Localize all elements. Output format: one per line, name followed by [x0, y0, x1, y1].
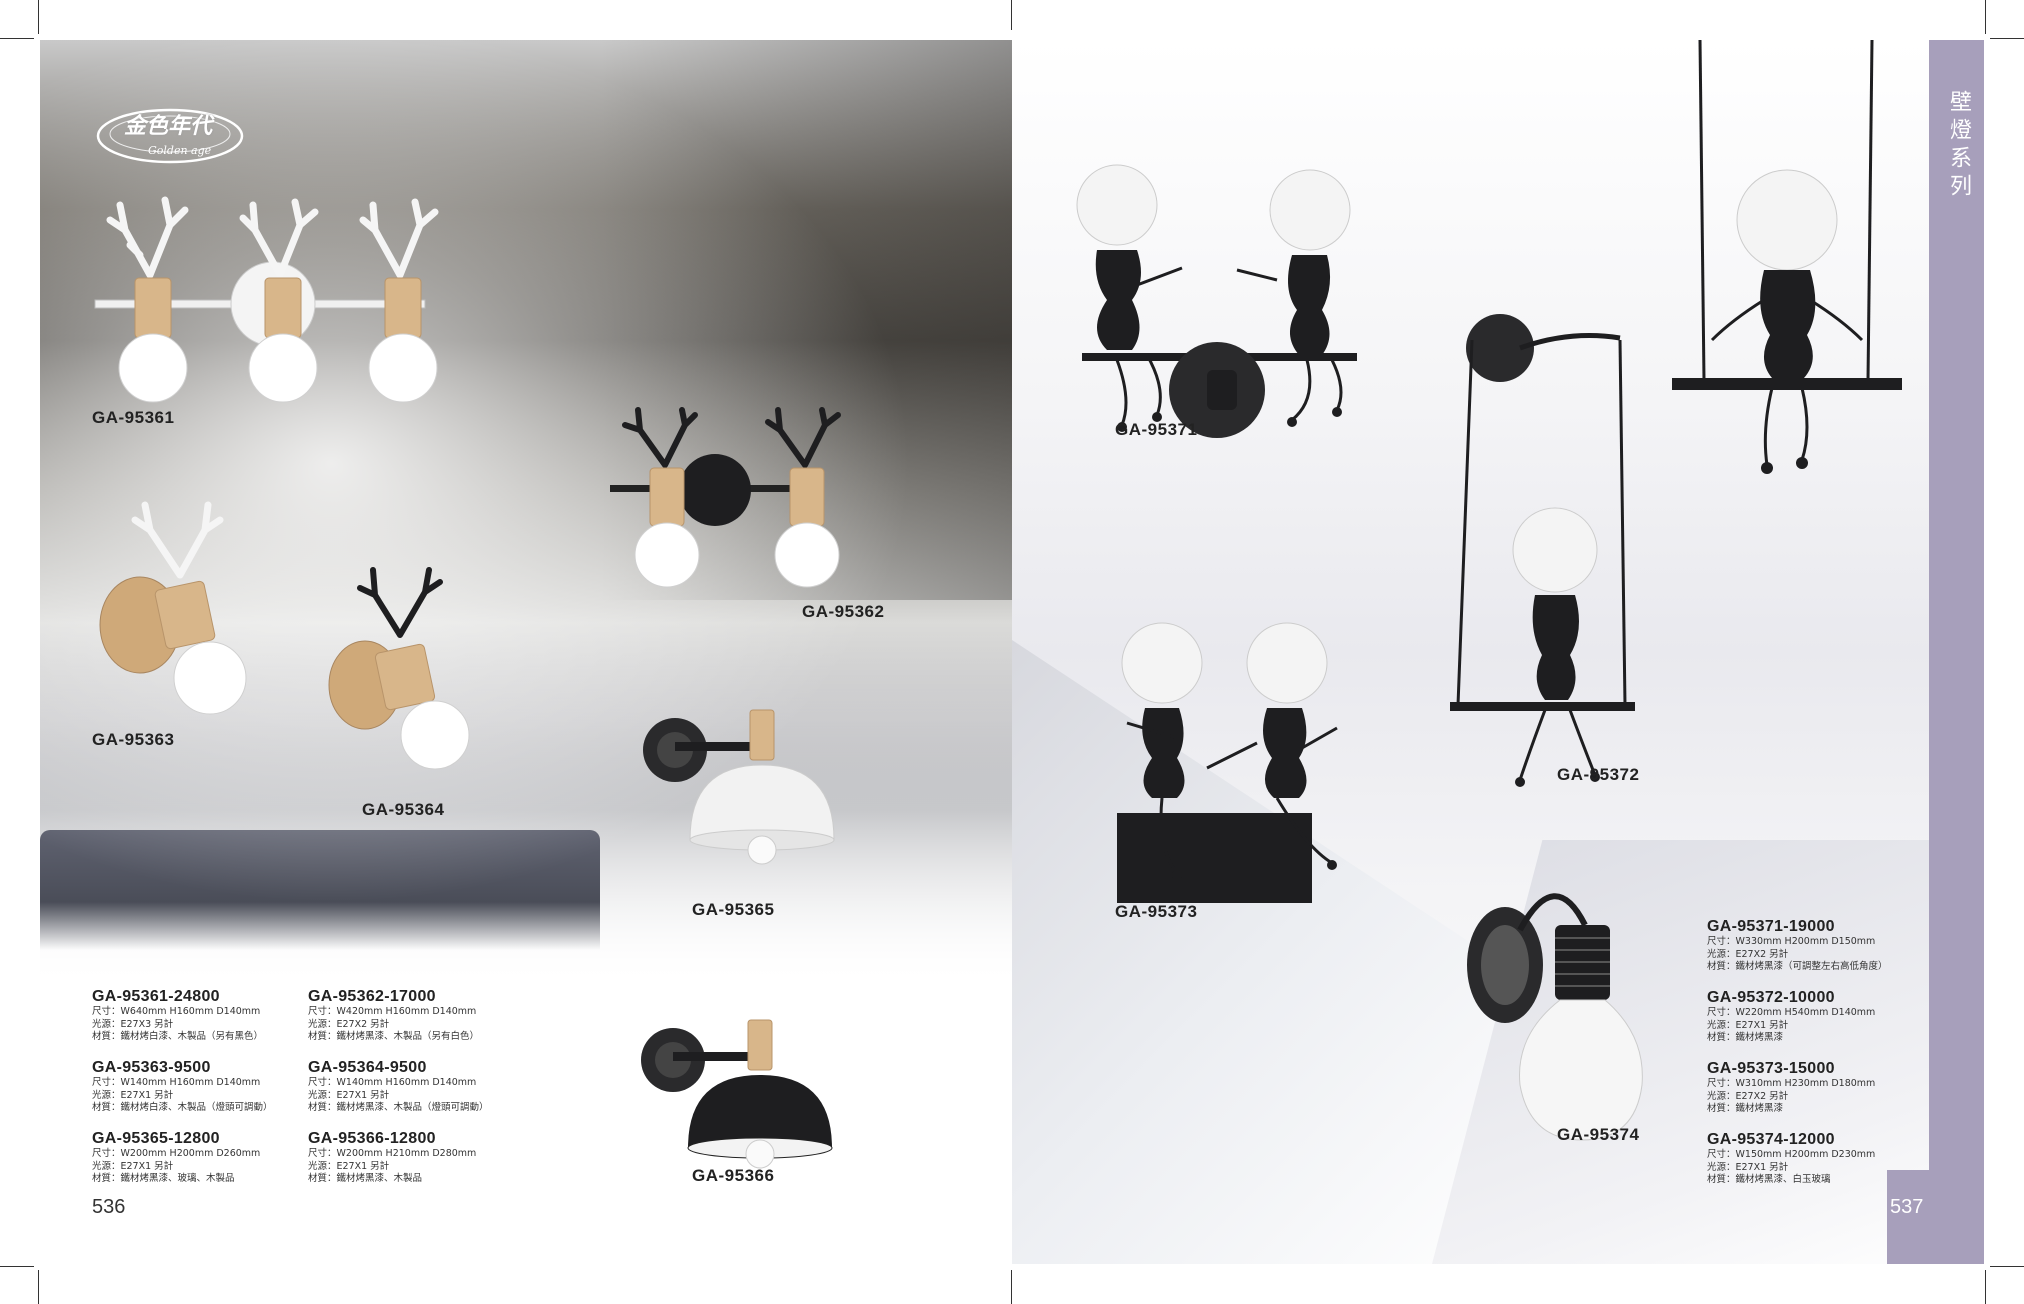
spec-light: 光源：E27X2 另計	[308, 1018, 390, 1030]
lamp-ga95366-image	[638, 990, 858, 1190]
lamp-ga95364-image	[325, 560, 525, 790]
lamp-ga95372-image	[1450, 310, 1640, 800]
spec-code: GA-95365-12800	[92, 1130, 220, 1147]
spec-material: 材質：鐵材烤黑漆	[1707, 1032, 1784, 1043]
brand-name: 金色年代	[123, 113, 212, 139]
crop-mark	[1011, 1270, 1012, 1304]
spec-block: GA-95372-10000 尺寸：W220mm H540mm D140mm 光…	[1707, 989, 1947, 1045]
spec-light: 光源：E27X1 另計	[1707, 1161, 1789, 1173]
model-label: GA-95365	[692, 900, 775, 919]
lamp-ga95365-image	[640, 680, 860, 900]
spec-size: 尺寸：W200mm H200mm D260mm	[92, 1148, 261, 1159]
spec-light: 光源：E27X2 另計	[1707, 948, 1789, 960]
spec-size: 尺寸：W420mm H160mm D140mm	[308, 1006, 477, 1017]
section-title: 壁燈系列	[1946, 90, 1971, 202]
spec-block: GA-95361-24800 尺寸：W640mm H160mm D140mm 光…	[92, 988, 332, 1044]
spec-block: GA-95362-17000 尺寸：W420mm H160mm D140mm 光…	[308, 988, 548, 1044]
page-number-box	[1887, 1170, 1984, 1264]
spec-block: GA-95374-12000 尺寸：W150mm H200mm D230mm 光…	[1707, 1131, 1947, 1187]
page-number: 537	[1890, 1196, 1924, 1218]
spec-code: GA-95362-17000	[308, 988, 436, 1005]
spec-size: 尺寸：W640mm H160mm D140mm	[92, 1006, 261, 1017]
spec-block: GA-95364-9500 尺寸：W140mm H160mm D140mm 光源…	[308, 1059, 548, 1115]
spec-size: 尺寸：W140mm H160mm D140mm	[92, 1077, 261, 1088]
model-label: GA-95363	[92, 730, 175, 749]
model-label: GA-95362	[802, 602, 885, 621]
model-label: GA-95372	[1557, 765, 1640, 784]
spec-material: 材質：鐵材烤黑漆、木製品（另有白色）	[308, 1031, 480, 1042]
spec-material: 材質：鐵材烤黑漆（可調整左右高低角度）	[1707, 961, 1888, 972]
model-label: GA-95373	[1115, 902, 1198, 921]
brand-tagline: Golden age	[148, 144, 212, 157]
lamp-ga95371-swing-image	[1672, 40, 1922, 500]
spec-block: GA-95366-12800 尺寸：W200mm H210mm D280mm 光…	[308, 1130, 548, 1186]
catalog-page-right: 壁燈系列 GA-95371	[1012, 40, 1984, 1264]
spec-code: GA-95366-12800	[308, 1130, 436, 1147]
spec-block: GA-95363-9500 尺寸：W140mm H160mm D140mm 光源…	[92, 1059, 332, 1115]
lamp-ga95373-image	[1117, 618, 1397, 918]
model-label: GA-95364	[362, 800, 445, 819]
catalog-page-left: 金色年代 Golden age GA-95361	[40, 40, 1012, 1264]
lamp-ga95371-image	[1076, 160, 1377, 450]
spec-block: GA-95365-12800 尺寸：W200mm H200mm D260mm 光…	[92, 1130, 332, 1186]
spec-code: GA-95372-10000	[1707, 989, 1835, 1006]
spec-size: 尺寸：W310mm H230mm D180mm	[1707, 1078, 1876, 1089]
spec-light: 光源：E27X1 另計	[308, 1160, 390, 1172]
spec-material: 材質：鐵材烤黑漆、木製品（燈頭可調動）	[308, 1102, 489, 1113]
spec-size: 尺寸：W200mm H210mm D280mm	[308, 1148, 477, 1159]
spec-material: 材質：鐵材烤白漆、木製品（另有黑色）	[92, 1031, 264, 1042]
model-label: GA-95361	[92, 408, 175, 427]
spec-light: 光源：E27X1 另計	[92, 1160, 174, 1172]
page-number: 536	[92, 1196, 126, 1218]
spec-material: 材質：鐵材烤黑漆、玻璃、木製品	[92, 1173, 235, 1184]
model-label: GA-95374	[1557, 1125, 1640, 1144]
model-label: GA-95371	[1115, 420, 1198, 439]
crop-mark	[1990, 1266, 2024, 1267]
crop-mark	[38, 1270, 39, 1304]
spec-code: GA-95374-12000	[1707, 1131, 1835, 1148]
crop-mark	[0, 38, 34, 39]
spec-block: GA-95371-19000 尺寸：W330mm H200mm D150mm 光…	[1707, 918, 1947, 974]
spec-material: 材質：鐵材烤黑漆、白玉玻璃	[1707, 1174, 1831, 1185]
spec-material: 材質：鐵材烤黑漆	[1707, 1103, 1784, 1114]
room-background-glow	[40, 40, 1012, 980]
spec-light: 光源：E27X1 另計	[92, 1089, 174, 1101]
section-tab	[1929, 40, 1984, 1264]
spec-code: GA-95364-9500	[308, 1059, 427, 1076]
brand-logo	[95, 100, 245, 172]
spec-light: 光源：E27X1 另計	[308, 1089, 390, 1101]
spec-size: 尺寸：W140mm H160mm D140mm	[308, 1077, 477, 1088]
crop-mark	[1985, 0, 1986, 34]
model-label: GA-95366	[692, 1166, 775, 1185]
spec-light: 光源：E27X3 另計	[92, 1018, 174, 1030]
spec-code: GA-95371-19000	[1707, 918, 1835, 935]
spec-size: 尺寸：W150mm H200mm D230mm	[1707, 1149, 1876, 1160]
crop-mark	[1990, 38, 2024, 39]
spec-code: GA-95373-15000	[1707, 1060, 1835, 1077]
spec-material: 材質：鐵材烤黑漆、木製品	[308, 1173, 423, 1184]
spec-light: 光源：E27X2 另計	[1707, 1090, 1789, 1102]
spec-light: 光源：E27X1 另計	[1707, 1019, 1789, 1031]
lamp-ga95374-image	[1460, 870, 1650, 1160]
crop-mark	[38, 0, 39, 34]
lamp-ga95362-image	[610, 407, 910, 610]
antler-icon	[106, 196, 439, 279]
crop-mark	[1011, 0, 1012, 30]
spec-material: 材質：鐵材烤白漆、木製品（燈頭可調動）	[92, 1102, 273, 1113]
crop-mark	[1985, 1270, 1986, 1304]
lamp-ga95363-image	[90, 490, 290, 720]
spec-size: 尺寸：W330mm H200mm D150mm	[1707, 936, 1876, 947]
lamp-ga95361-image	[94, 196, 465, 440]
crop-mark	[0, 1266, 34, 1267]
spec-code: GA-95363-9500	[92, 1059, 211, 1076]
spec-code: GA-95361-24800	[92, 988, 220, 1005]
spec-size: 尺寸：W220mm H540mm D140mm	[1707, 1007, 1876, 1018]
spec-block: GA-95373-15000 尺寸：W310mm H230mm D180mm 光…	[1707, 1060, 1947, 1116]
